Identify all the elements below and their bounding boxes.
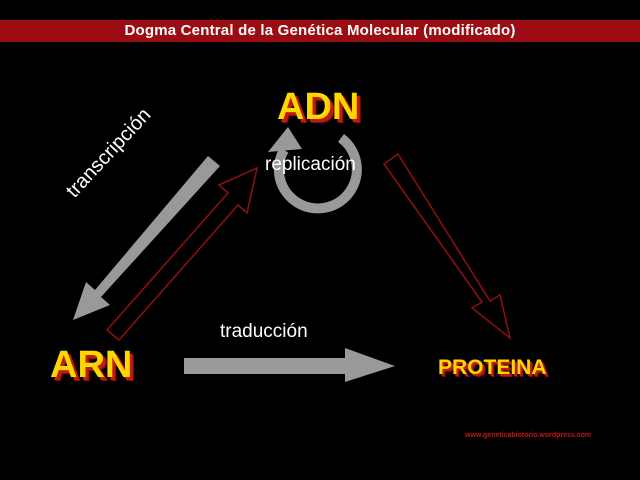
direct-translation-arrow: [382, 152, 512, 341]
proteina-node: PROTEINA: [438, 356, 547, 379]
adn-node: ADN: [277, 86, 360, 128]
credit-link[interactable]: www.geneticabiotorio.wordpress.com: [465, 432, 592, 439]
transcription-arrow: [73, 156, 220, 320]
page-title: Dogma Central de la Genética Molecular (…: [0, 20, 640, 42]
circular-arrow-icon: [268, 127, 362, 214]
translation-arrow: [184, 348, 395, 382]
arn-node: ARN: [50, 344, 133, 386]
reverse-transcription-arrow: [105, 166, 259, 342]
traduccion-label: traducción: [220, 321, 308, 342]
replicacion-label: replicación: [265, 154, 356, 175]
